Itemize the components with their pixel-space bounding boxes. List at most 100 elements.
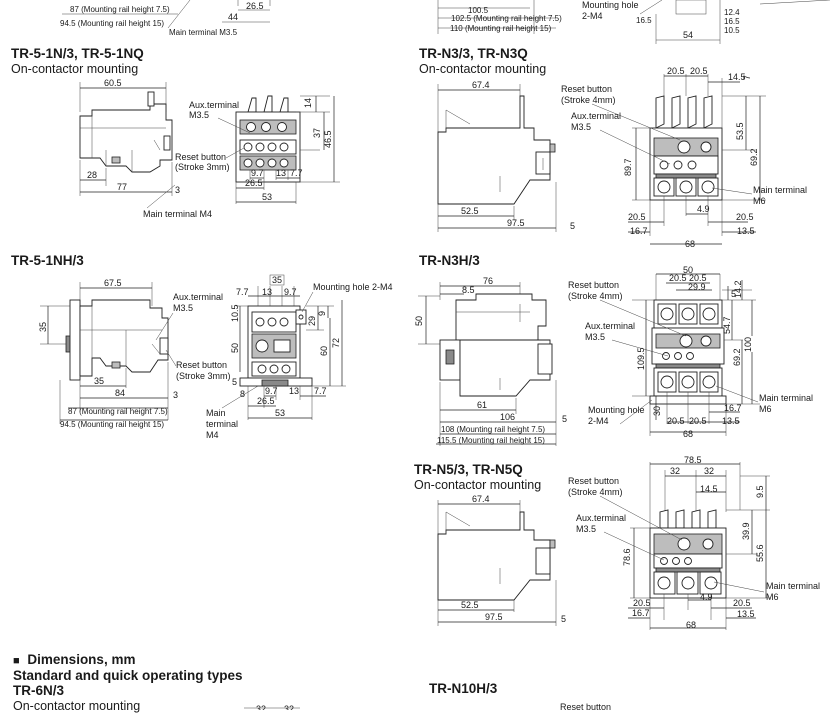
dim: 100 xyxy=(743,337,753,352)
tr51n3-title: TR-5-1N/3, TR-5-1NQ xyxy=(11,46,144,61)
dim: 35 xyxy=(272,275,282,285)
tr51n3-side-view: 60.5 28 77 3 Main terminal M4 xyxy=(79,78,212,219)
dim: 14 xyxy=(303,98,313,108)
trn53-front-view: 78.5 32 32 14.5 9.5 39.9 55.6 xyxy=(568,455,820,630)
trn3h3-side-view: 76 8.5 50 61 106 5 108 (Mounting rail he… xyxy=(414,276,567,446)
dim: 29 xyxy=(307,316,317,326)
dim: 3 xyxy=(175,185,180,195)
dim: 109.5 xyxy=(636,347,646,370)
tr51nh3-title: TR-5-1NH/3 xyxy=(11,253,84,268)
dim: 10.5 xyxy=(724,26,740,35)
aux-terminal-m35: M3.5 xyxy=(173,303,193,313)
reset-button-label: Reset button xyxy=(561,84,612,94)
dim: 20.5 xyxy=(633,598,651,608)
dim: 14.5 xyxy=(700,484,718,494)
dim: 16.5 xyxy=(636,16,652,25)
rail-945: 94.5 (Mounting rail height 15) xyxy=(60,420,164,429)
dim: 20.5 xyxy=(667,416,685,426)
dim: 5 xyxy=(232,377,237,387)
reset-stroke: (Stroke 4mm) xyxy=(561,95,616,105)
reset-stroke: (Stroke 3mm) xyxy=(175,162,230,172)
dim: 9.7 xyxy=(284,287,297,297)
dim-width: 76 xyxy=(483,276,493,286)
dim: 5 xyxy=(562,414,567,424)
dim: 3 xyxy=(173,390,178,400)
reset-button-label: Reset button xyxy=(568,280,619,290)
dim: 9 xyxy=(317,311,327,316)
dim: 7 xyxy=(742,75,752,80)
main-terminal-m6: M6 xyxy=(753,196,766,206)
dim: 26.5 xyxy=(245,178,263,188)
dim: 97.5 xyxy=(485,612,503,622)
trn33-title: TR-N3/3, TR-N3Q xyxy=(419,46,528,61)
trn3h3-title: TR-N3H/3 xyxy=(419,253,480,268)
mounting-hole-m4: 2-M4 xyxy=(588,416,609,426)
dim: 5 xyxy=(570,221,575,231)
dim: 20.5 xyxy=(667,66,685,76)
aux-terminal-label: Aux.terminal xyxy=(173,292,223,302)
dim: 26.5 xyxy=(246,1,264,11)
reset-stroke: (Stroke 3mm) xyxy=(176,371,231,381)
dim: 7.7 xyxy=(290,168,303,178)
reset-button-label: Reset button xyxy=(176,360,227,370)
tr-n10h3-title: TR-N10H/3 xyxy=(429,681,498,696)
dim: 5 xyxy=(561,614,566,624)
main-terminal-m6: M6 xyxy=(759,404,772,414)
dim: 13 xyxy=(276,168,286,178)
dim: 10.5 xyxy=(230,304,240,322)
dim: 37 xyxy=(312,128,322,138)
mount-hole-m4: 2-M4 xyxy=(582,11,603,21)
dim: 8.5 xyxy=(462,285,475,295)
aux-terminal-m35: M3.5 xyxy=(571,122,591,132)
dim: 28 xyxy=(87,170,97,180)
dim: 32 xyxy=(284,704,294,710)
trn33-subtitle: On-contactor mounting xyxy=(419,62,547,76)
rail-945: 94.5 (Mounting rail height 15) xyxy=(60,19,164,28)
dim: 46.5 xyxy=(323,130,333,148)
dim: 53.5 xyxy=(735,122,745,140)
trn3h3-front-view: 50 20.5 20.5 29.9 5 14.2 54.7 69.2 xyxy=(568,265,813,439)
dim: 54.7 xyxy=(722,316,732,334)
footer-heading: ■ Dimensions, mm xyxy=(13,652,135,667)
aux-terminal-label: Aux.terminal xyxy=(189,100,239,110)
dim: 20.5 xyxy=(689,273,707,283)
tr51n3-subtitle: On-contactor mounting xyxy=(11,62,139,76)
dim: 9.5 xyxy=(755,485,765,498)
mounting-hole-label: Mounting hole 2-M4 xyxy=(313,282,393,292)
top-fragment-left: 26.5 44 87 (Mounting rail height 7.5) 94… xyxy=(60,0,271,37)
main-terminal-m4: M4 xyxy=(206,430,219,440)
reset-button-label: Reset button xyxy=(175,152,226,162)
dim: 69.2 xyxy=(749,148,759,166)
aux-terminal-label: Aux.terminal xyxy=(571,111,621,121)
reset-stroke: (Stroke 4mm) xyxy=(568,487,623,497)
dim: 110 (Mounting rail height 15) xyxy=(450,24,552,33)
dim: 69.2 xyxy=(732,348,742,366)
dim: 68 xyxy=(683,429,693,439)
bullet: ■ xyxy=(13,655,20,667)
dim: 53 xyxy=(262,192,272,202)
mount-hole: Mounting hole xyxy=(582,0,639,10)
dim: 14.5 xyxy=(728,72,746,82)
dim-width: 60.5 xyxy=(104,78,122,88)
trn53-title: TR-N5/3, TR-N5Q xyxy=(414,462,523,477)
dim: 13 xyxy=(262,287,272,297)
dim: 26.5 xyxy=(257,396,275,406)
dim: 72 xyxy=(331,338,341,348)
dim: 50 xyxy=(683,265,693,275)
dim: 84 xyxy=(115,388,125,398)
dim: 30 xyxy=(652,406,662,416)
aux-terminal-label: Aux.terminal xyxy=(576,513,626,523)
dim: 16.7 xyxy=(724,403,742,413)
dim-width: 67.4 xyxy=(472,494,490,504)
dim: 12.4 xyxy=(724,8,740,17)
dim: 29.9 xyxy=(688,282,706,292)
dim: 14.2 xyxy=(733,280,743,298)
tr51n3-front-view: 14 37 46.5 9.7 13 7.7 26.5 53 Aux.termin… xyxy=(175,95,340,204)
dim: 20.5 xyxy=(669,273,687,283)
dim: 20.5 xyxy=(689,416,707,426)
reset-button-label: Reset button xyxy=(568,476,619,486)
dim: 16.7 xyxy=(630,226,648,236)
dim: 44 xyxy=(228,12,238,22)
dim: 52.5 xyxy=(461,206,479,216)
